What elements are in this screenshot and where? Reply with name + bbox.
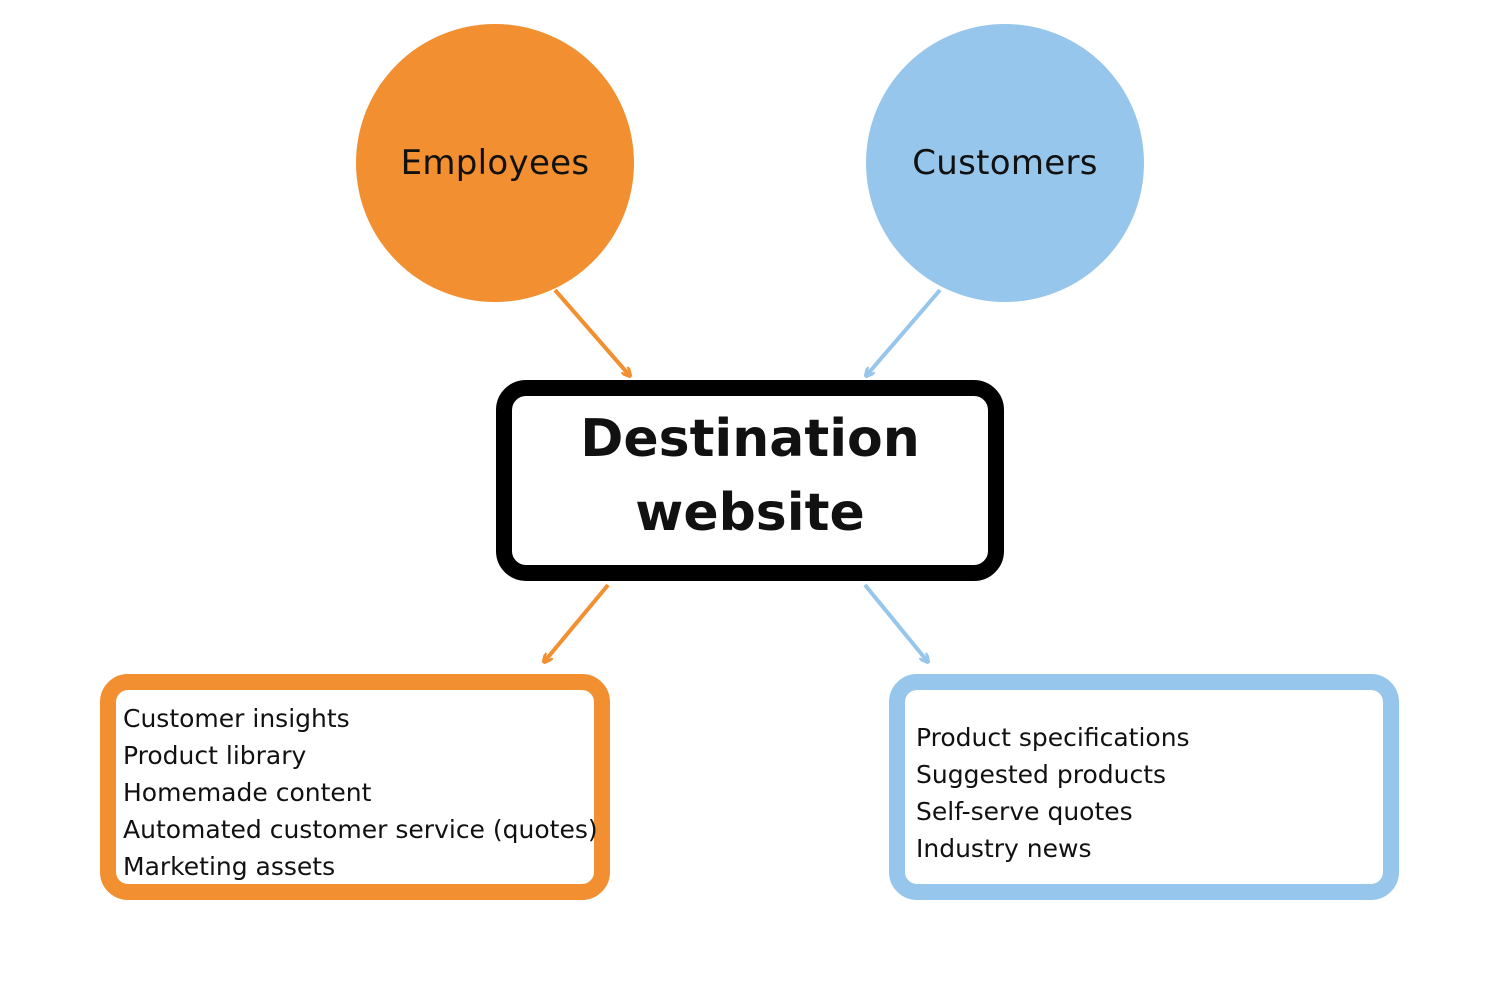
arrow-customers-to-destination: [866, 288, 942, 376]
customers-node: Customers: [866, 24, 1144, 302]
list-item: Industry news: [916, 834, 1092, 863]
list-item: Marketing assets: [123, 852, 336, 881]
arrow-destination-to-employee-outputs: [544, 583, 610, 662]
employee-outputs-box: Customer insights Product library Homema…: [100, 674, 610, 900]
list-item: Self-serve quotes: [916, 797, 1133, 826]
employees-label: Employees: [400, 143, 590, 183]
list-item: Suggested products: [916, 760, 1167, 789]
customers-label: Customers: [912, 143, 1098, 183]
destination-website-node: Destination website: [496, 380, 1004, 581]
arrow-employees-to-destination: [553, 288, 630, 376]
list-item: Product library: [123, 741, 307, 770]
arrow-destination-to-customer-outputs: [863, 583, 928, 662]
employees-node: Employees: [356, 24, 634, 302]
list-item: Customer insights: [123, 704, 350, 733]
customer-outputs-box: Product specifications Suggested product…: [889, 674, 1399, 900]
destination-website-label: Destination website: [580, 408, 920, 543]
list-item: Automated customer service (quotes): [123, 815, 598, 844]
list-item: Homemade content: [123, 778, 372, 807]
list-item: Product specifications: [916, 723, 1190, 752]
